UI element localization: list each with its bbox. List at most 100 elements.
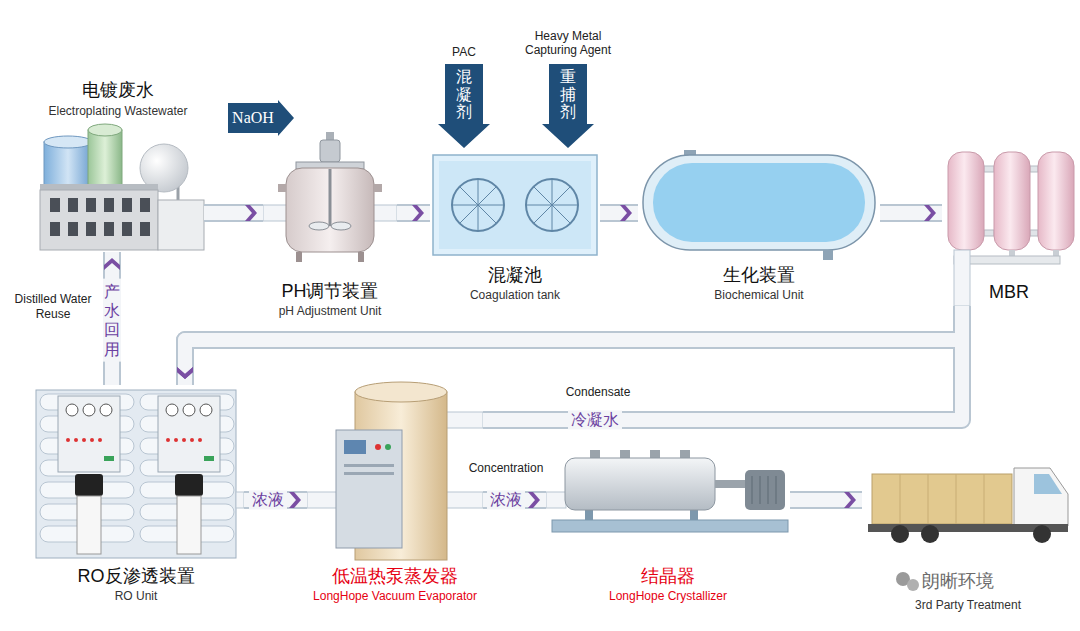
evaporator-illustration xyxy=(336,430,402,548)
reagent-arrow: NaOH xyxy=(228,100,294,136)
reagent-name: 混凝剂 xyxy=(456,68,472,121)
factory-illustration xyxy=(68,222,78,236)
evaporator-illustration xyxy=(307,492,337,508)
pipe-outline xyxy=(600,204,638,222)
ph-tank-illustration xyxy=(286,168,374,252)
process-unit: RO反渗透装置RO Unit xyxy=(28,385,244,607)
mbr-illustration xyxy=(994,152,1030,250)
process-unit: 低温热泵蒸发器LongHope Vacuum Evaporator xyxy=(307,378,483,607)
evaporator-illustration xyxy=(344,464,394,467)
ro-unit-illustration xyxy=(58,396,120,472)
unit-name: 混凝池 xyxy=(488,264,542,287)
flow-chevron xyxy=(620,205,632,221)
pipe-outline-layer xyxy=(112,213,962,500)
evaporator-illustration xyxy=(445,412,483,428)
unit-name: PH调节装置 xyxy=(281,280,378,303)
unit-name-english: LongHope Crystallizer xyxy=(609,589,727,604)
watermark-icon xyxy=(907,579,919,591)
ro-unit-illustration xyxy=(198,438,202,442)
factory-illustration xyxy=(140,198,150,212)
reagent-arrow: Heavy Metal Capturing Agent重捕剂 xyxy=(520,30,616,148)
factory-illustration xyxy=(68,198,78,212)
biochemical-tank-illustration xyxy=(643,155,875,250)
ro-unit-illustration xyxy=(98,438,102,442)
crystallizer-illustration xyxy=(745,470,785,510)
factory-illustration xyxy=(158,200,204,250)
coagulation-tank-illustration xyxy=(439,161,591,249)
evaporator-illustration xyxy=(307,382,483,560)
coagulation-tank-illustration xyxy=(433,155,597,255)
flow-label: 产水回用 xyxy=(103,279,121,362)
factory-illustration xyxy=(40,184,158,190)
pipe-outline xyxy=(790,491,862,509)
ph-tank-illustration xyxy=(320,140,340,162)
ro-unit-illustration xyxy=(166,438,170,442)
ph-tank-illustration xyxy=(263,205,287,221)
factory-illustration xyxy=(40,190,158,250)
crystallizer-illustration xyxy=(768,476,769,504)
evaporator-illustration xyxy=(375,444,381,450)
evaporator-illustration xyxy=(355,382,447,402)
ro-unit-illustration xyxy=(82,438,86,442)
unit-name: 3rd Party Treatment xyxy=(915,598,1021,613)
unit-name: 生化装置 xyxy=(723,264,795,287)
ro-unit-illustration xyxy=(200,404,212,416)
unit-name-english: Coagulation tank xyxy=(470,288,560,303)
ro-unit-illustration xyxy=(174,438,178,442)
factory-illustration xyxy=(50,198,60,212)
ph-tank-illustration xyxy=(278,184,286,192)
truck-illustration xyxy=(1034,474,1062,494)
pipe-outline xyxy=(880,204,942,222)
process-unit: PH调节装置pH Adjustment Unit xyxy=(263,142,397,322)
ro-unit-illustration xyxy=(36,390,244,558)
ro-unit-illustration xyxy=(204,456,214,461)
factory-illustration xyxy=(44,136,92,148)
truck-illustration xyxy=(928,474,929,524)
ro-unit-illustration xyxy=(158,396,220,472)
ro-unit-illustration xyxy=(190,438,194,442)
ro-unit-illustration xyxy=(74,438,78,442)
arrow-shape xyxy=(542,64,594,148)
factory-illustration xyxy=(140,222,150,236)
truck-illustration xyxy=(891,525,909,543)
mbr-illustration xyxy=(1030,230,1038,236)
pipe-connector xyxy=(790,493,862,507)
flow-chevron xyxy=(924,205,936,221)
unit-name: 电镀废水 xyxy=(82,79,154,102)
reagent-arrow: PAC混凝剂 xyxy=(436,46,492,148)
mbr-illustration xyxy=(948,152,984,250)
factory-illustration xyxy=(104,222,114,236)
ph-tank-illustration xyxy=(374,184,382,192)
mbr-illustration xyxy=(948,152,1074,306)
mbr-illustration xyxy=(954,250,970,306)
factory-illustration xyxy=(86,198,96,212)
flow-chevron xyxy=(177,367,193,379)
ro-unit-illustration xyxy=(177,496,201,554)
unit-name: RO反渗透装置 xyxy=(78,565,195,588)
crystallizer-illustration xyxy=(752,476,753,504)
ro-unit-illustration xyxy=(66,404,78,416)
ph-tank-illustration xyxy=(326,132,334,140)
ph-tank-illustration xyxy=(263,132,397,262)
ro-unit-illustration xyxy=(83,404,95,416)
flow-note: Concentration xyxy=(469,461,544,476)
mbr-illustration xyxy=(1030,166,1038,172)
arrowhead-layer xyxy=(104,205,936,508)
crystallizer-illustration xyxy=(552,520,788,532)
factory-illustration xyxy=(50,222,60,236)
arrow-shape xyxy=(438,64,490,148)
factory-illustration xyxy=(104,198,114,212)
factory-illustration xyxy=(88,130,122,192)
flow-chevron xyxy=(844,492,856,508)
ph-tank-illustration xyxy=(329,169,332,226)
coagulation-tank-illustration xyxy=(526,179,578,231)
coagulation-tank-illustration xyxy=(460,187,496,223)
unit-name-english: Biochemical Unit xyxy=(714,288,803,303)
pipe-connector xyxy=(185,340,962,420)
flow-label: 冷凝水 xyxy=(568,410,622,429)
crystallizer-illustration xyxy=(546,450,788,532)
flow-chevron xyxy=(177,367,193,379)
ph-tank-illustration xyxy=(309,222,329,230)
